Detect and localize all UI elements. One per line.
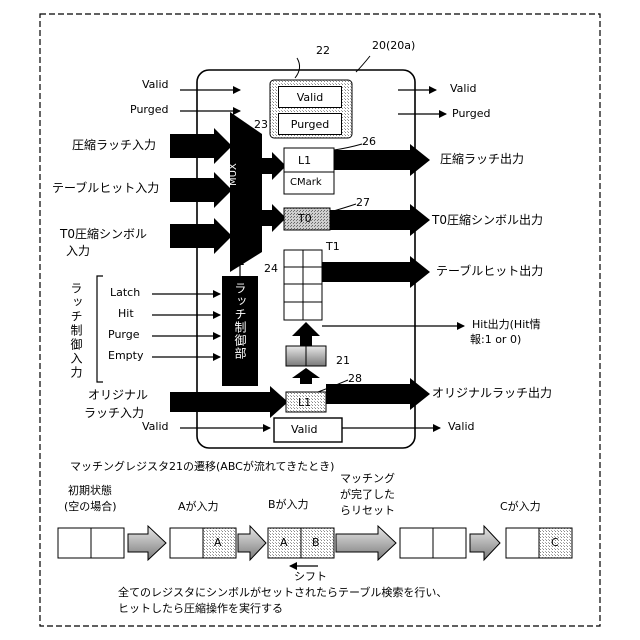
t0-comp-input-label-1: T0圧縮シンボル (60, 227, 147, 242)
state-1-label-2: (空の場合) (64, 500, 117, 514)
purged-output-label: Purged (452, 107, 490, 121)
state-1-label-1: 初期状態 (68, 484, 112, 498)
ref-28-label: 28 (348, 372, 362, 386)
valid-input-label: Valid (142, 78, 169, 92)
shift-label: シフト (294, 570, 327, 584)
ref-26-label: 26 (362, 135, 376, 149)
ref-24-label: 24 (264, 262, 278, 276)
orig-latch-output-label: オリジナルラッチ出力 (432, 386, 552, 401)
table-hit-output-label: テーブルヒット出力 (436, 264, 543, 279)
t0-comp-output-label: T0圧縮シンボル出力 (432, 213, 543, 228)
state-4-label-1: マッチング (340, 472, 395, 486)
transition-note-2: ヒットしたら圧縮操作を実行する (118, 602, 283, 616)
valid-bottom-register-label: Valid (291, 423, 318, 437)
hit-output-label-2: 報:1 or 0) (470, 333, 521, 347)
ref-t1-label: T1 (326, 240, 340, 254)
state-5-label: Cが入力 (500, 500, 541, 514)
hit-input-label: Hit (118, 307, 134, 321)
transition-title: マッチングレジスタ21の遷移(ABCが流れてきたとき) (70, 460, 334, 474)
empty-input-label: Empty (108, 349, 143, 363)
state-5-cell-c: C (551, 536, 559, 550)
transition-arrow-2 (238, 526, 266, 560)
transition-arrow-1 (128, 526, 166, 560)
state-3-label: Bが入力 (268, 498, 309, 512)
state-4-label-3: らリセット (340, 504, 395, 518)
t0-register-label: T0 (298, 212, 312, 226)
state-3-cell-b: B (312, 536, 320, 550)
purged-input-label: Purged (130, 103, 168, 117)
transition-arrow-3 (336, 526, 396, 560)
table-hit-input-label: テーブルヒット入力 (52, 181, 159, 196)
valid-bottom-output-label: Valid (448, 420, 475, 434)
l1-bottom-register-label: L1 (298, 396, 311, 410)
ref-27-label: 27 (356, 196, 370, 210)
l1-register-label: L1 (298, 154, 311, 168)
ref-23-label: 23 (254, 118, 268, 132)
orig-latch-input-label-1: オリジナル (88, 388, 148, 403)
state-2-label: Aが入力 (178, 500, 219, 514)
control-bracket (97, 276, 103, 382)
transition-note-1: 全てのレジスタにシンボルがセットされたらテーブル検索を行い、 (118, 586, 447, 600)
mux-block (230, 112, 262, 272)
valid-register: Valid (278, 86, 342, 108)
comp-latch-input-label: 圧縮ラッチ入力 (72, 138, 156, 153)
comp-latch-output-label: 圧縮ラッチ出力 (440, 152, 524, 167)
valid-output-label: Valid (450, 82, 477, 96)
ref-21-label: 21 (336, 354, 350, 368)
state-2-cell-a: A (214, 536, 222, 550)
latch-ctrl-input-label: ラッチ制御入力 (68, 282, 83, 380)
transition-arrow-4 (470, 526, 500, 560)
ref-22-label: 22 (316, 44, 330, 58)
latch-input-label: Latch (110, 286, 140, 300)
orig-latch-input-label-2: ラッチ入力 (84, 406, 144, 421)
state-3-cell-a: A (280, 536, 288, 550)
state-4-label-2: が完了した (340, 488, 395, 502)
ref-20-label: 20(20a) (372, 39, 415, 53)
mux-label: MUX (228, 163, 241, 186)
purged-register: Purged (278, 113, 342, 135)
latch-control-label: ラッチ制御部 (232, 282, 247, 360)
valid-bottom-input-label: Valid (142, 420, 169, 434)
cmark-register-label: CMark (290, 177, 322, 190)
t0-comp-input-label-2: 入力 (66, 244, 90, 259)
purge-input-label: Purge (108, 328, 140, 342)
hit-output-label-1: Hit出力(Hit情 (472, 318, 541, 332)
